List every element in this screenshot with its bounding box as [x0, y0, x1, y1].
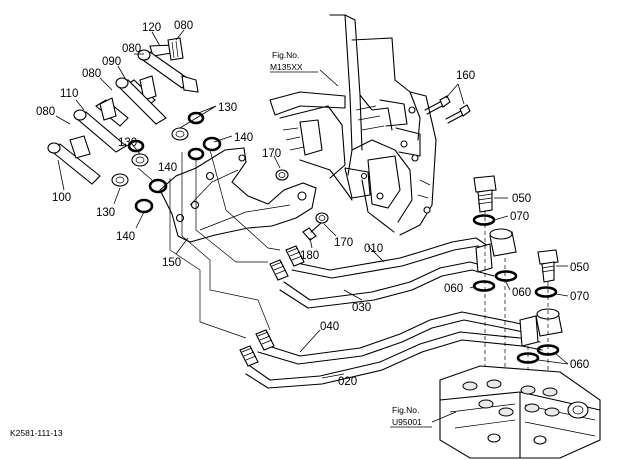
label-080-a: 080: [174, 20, 193, 32]
fig-ref-m135xx: Fig.No. M135XX: [270, 50, 318, 73]
label-010: 010: [364, 243, 383, 255]
oring-070b: [534, 286, 558, 298]
washer-140c: [134, 198, 154, 214]
pipe-fittings-left: [239, 245, 305, 367]
label-180: 180: [300, 250, 319, 262]
label-060-a: 060: [444, 283, 463, 295]
part-labels: 120 080 080 080 090 110 080 100 130 140 …: [36, 20, 589, 388]
control-valve: [439, 365, 601, 459]
pipe-020: [245, 331, 543, 389]
bracket-150: [159, 147, 317, 243]
banjo-lower: [519, 308, 563, 347]
label-160: 160: [456, 70, 475, 82]
nut-130b: [131, 153, 149, 167]
washer-140b: [148, 178, 168, 194]
label-070-a: 070: [510, 211, 529, 223]
fig-ref-u95001-line2: U95001: [392, 417, 422, 427]
label-080-b: 080: [122, 43, 141, 55]
bolt-050b: [537, 249, 559, 283]
adapter-110: [95, 97, 129, 127]
label-060-c: 060: [570, 359, 589, 371]
label-040: 040: [320, 321, 339, 333]
fig-ref-m135xx-line2: M135XX: [270, 62, 303, 72]
label-100: 100: [52, 192, 71, 204]
label-050-b: 050: [570, 262, 589, 274]
label-090: 090: [102, 56, 121, 68]
hose-080-low: [73, 109, 127, 153]
label-150: 150: [162, 257, 181, 269]
label-130-b: 130: [118, 137, 137, 149]
fig-ref-u95001-line1: Fig.No.: [392, 405, 419, 415]
nut-130c: [111, 173, 129, 187]
label-170-a: 170: [262, 148, 281, 160]
fig-ref-m135xx-line1: Fig.No.: [272, 50, 299, 60]
washer-stack: [127, 111, 205, 161]
hose-080-mid: [115, 77, 167, 125]
label-130-a: 130: [218, 102, 237, 114]
pipe-010: [291, 237, 491, 279]
frame-housing: [269, 14, 437, 236]
label-030: 030: [352, 302, 371, 314]
leader-lines: [55, 29, 569, 423]
label-140-a: 140: [234, 132, 253, 144]
banjo-upper: [475, 228, 517, 273]
hose-080-top: [137, 49, 199, 93]
fig-ref-u95001: Fig.No. U95001: [390, 405, 432, 428]
nut-170a: [275, 169, 289, 181]
label-080-d: 080: [36, 106, 55, 118]
label-140-c: 140: [116, 231, 135, 243]
label-020: 020: [338, 376, 357, 388]
label-080-c: 080: [82, 68, 101, 80]
bolt-160: [424, 95, 471, 124]
pipe-040: [257, 311, 533, 365]
label-110: 110: [60, 88, 78, 100]
oring-070a: [472, 214, 496, 226]
hose-100: [47, 135, 101, 185]
bolt-050a: [473, 175, 497, 213]
pipe-030: [279, 261, 495, 309]
label-120: 120: [142, 22, 161, 34]
oring-060a: [472, 280, 496, 292]
guide-lines: [169, 149, 281, 339]
oring-060b: [494, 270, 518, 282]
label-060-b: 060: [512, 287, 531, 299]
label-070-b: 070: [570, 291, 589, 303]
label-130-c: 130: [96, 207, 115, 219]
label-050-a: 050: [512, 193, 531, 205]
nut-170b: [315, 212, 329, 224]
figure-code: K2581-111-13: [10, 428, 63, 438]
bolt-180: [302, 222, 322, 241]
washer-140a: [202, 136, 222, 152]
label-140-b: 140: [158, 162, 177, 174]
nut-130a: [171, 127, 189, 141]
label-170-b: 170: [334, 237, 353, 249]
adapter-120: [149, 37, 184, 61]
